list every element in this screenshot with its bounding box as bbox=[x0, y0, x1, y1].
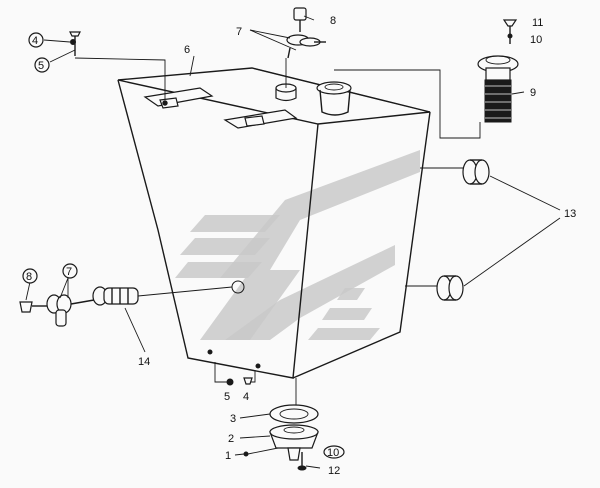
callout-7-top: 7 bbox=[236, 26, 242, 38]
top-mounting-bracket-left bbox=[143, 87, 214, 109]
callout-10-bottom: 10 bbox=[327, 447, 339, 459]
callout-8-left-circle bbox=[22, 268, 38, 284]
filler-neck bbox=[316, 81, 352, 116]
banjo-fitting-left bbox=[19, 294, 95, 327]
callout-10-top: 10 bbox=[530, 34, 542, 46]
callout-labels: 1 2 3 4 5 4 5 6 7 8 9 10 11 13 7 8 14 10… bbox=[22, 15, 576, 477]
bolts-bottom bbox=[214, 362, 256, 386]
callout-2: 2 bbox=[228, 433, 234, 445]
callout-5-top-circle bbox=[34, 57, 50, 73]
callout-8-top: 8 bbox=[330, 15, 336, 27]
callout-7-left-circle bbox=[62, 263, 78, 279]
callout-3: 3 bbox=[230, 413, 236, 425]
callout-4-bottom: 4 bbox=[243, 391, 249, 403]
leader-lines bbox=[25, 15, 561, 456]
callout-6: 6 bbox=[184, 44, 190, 56]
callout-5-top: 5 bbox=[38, 60, 44, 72]
side-mount-lower bbox=[405, 275, 464, 301]
callout-5-bottom: 5 bbox=[224, 391, 230, 403]
banjo-fitting-top bbox=[285, 7, 326, 88]
watermark-logo bbox=[175, 150, 420, 340]
callout-11: 11 bbox=[532, 17, 543, 29]
callout-9: 9 bbox=[530, 87, 536, 99]
callout-13: 13 bbox=[564, 208, 576, 220]
filler-to-strainer-leader bbox=[334, 69, 481, 139]
fuel-hose-assembly bbox=[92, 286, 233, 306]
fuel-tank-body bbox=[117, 67, 431, 379]
filter-strainer bbox=[477, 55, 519, 123]
bolt-top-left bbox=[69, 31, 166, 100]
screw-bottom bbox=[297, 452, 321, 471]
callout-4-top: 4 bbox=[32, 35, 38, 47]
callout-7-left: 7 bbox=[66, 266, 72, 278]
callout-12: 12 bbox=[328, 465, 340, 477]
callout-1: 1 bbox=[225, 450, 231, 462]
callout-8-left: 8 bbox=[26, 271, 32, 283]
callout-10-bottom-circle bbox=[323, 445, 345, 459]
callout-14: 14 bbox=[138, 356, 150, 368]
drain-assembly bbox=[243, 378, 319, 461]
side-mount-upper bbox=[420, 159, 490, 185]
callout-4-top-circle bbox=[28, 32, 44, 48]
top-mounting-bracket-right bbox=[223, 109, 298, 129]
screw-top-right bbox=[502, 19, 518, 44]
